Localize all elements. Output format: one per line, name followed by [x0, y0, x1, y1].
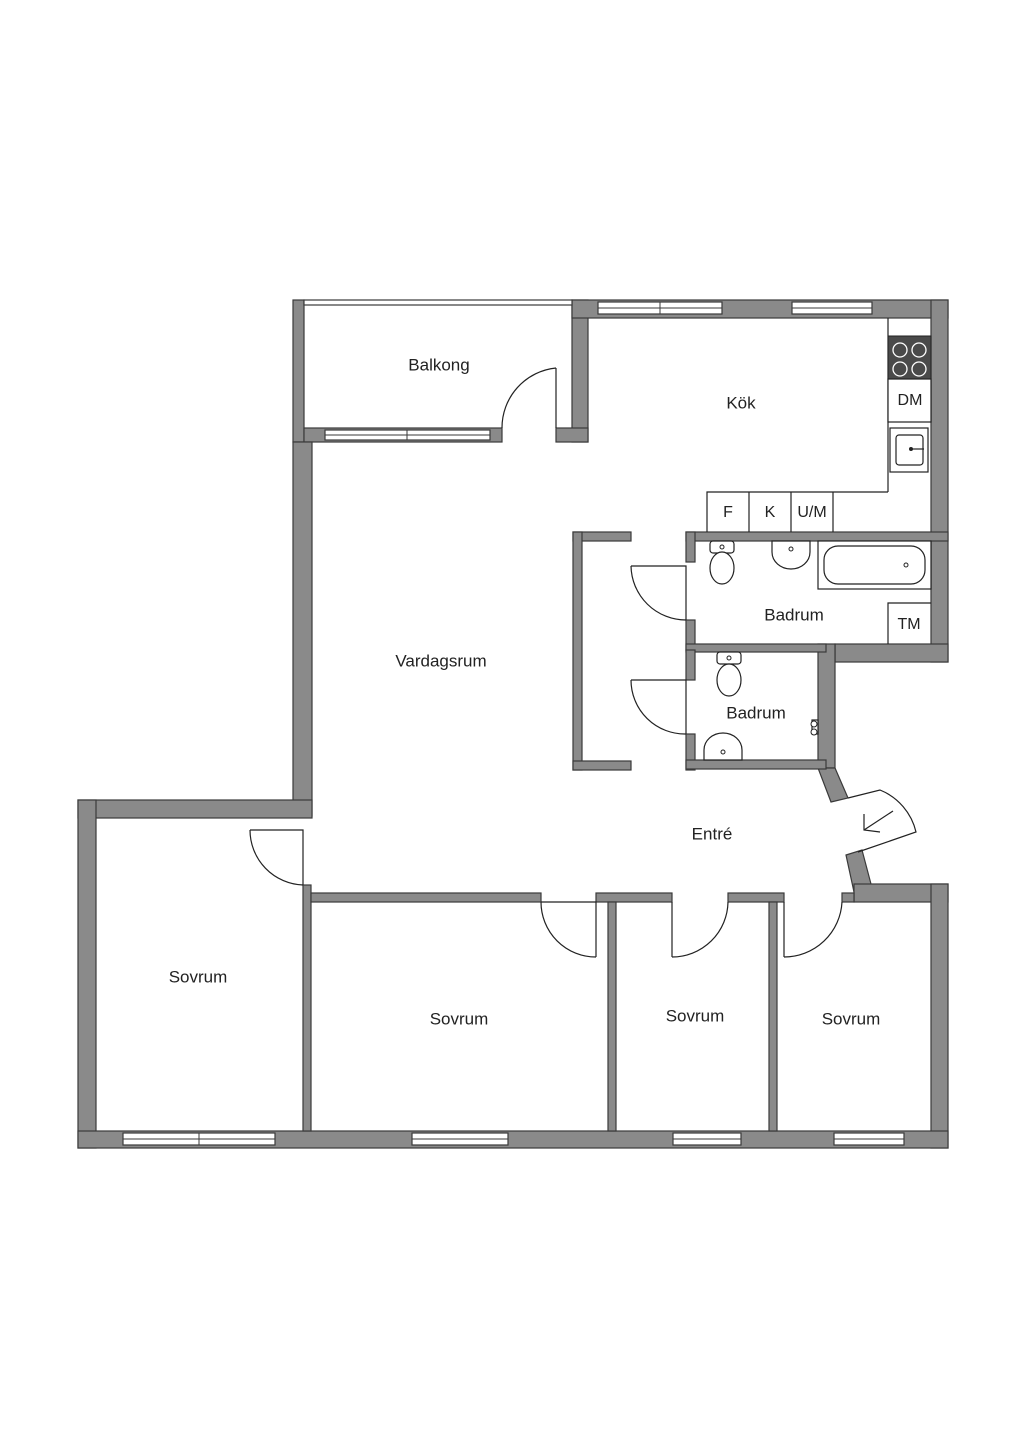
appliance-label-tm: TM — [897, 616, 920, 633]
bathtub-icon — [817, 540, 932, 590]
toilet-icon — [709, 540, 735, 585]
appliance-label-dm: DM — [898, 392, 923, 409]
windows — [122, 299, 905, 1146]
bedroom-wall-top-mid — [595, 892, 673, 903]
door-bedroom2 — [540, 901, 597, 958]
room-label-kok: Kök — [726, 393, 756, 412]
shower-mixer-icon — [810, 719, 819, 736]
entrance-arrow-icon — [863, 810, 894, 833]
wardrobe-bottom — [572, 760, 632, 771]
window-balcony-bottom — [324, 429, 491, 441]
doors — [249, 367, 917, 958]
stove-icon — [887, 335, 932, 380]
bath2-jamb-top — [685, 649, 696, 681]
appliance-labels: DM F K U/M TM — [723, 392, 922, 633]
dishwasher-box — [887, 378, 932, 423]
window-bedroom2 — [411, 1132, 509, 1146]
bath1-jamb-top — [685, 531, 696, 563]
appliance-label-k: K — [765, 504, 776, 521]
bedroom2-wall-top — [310, 892, 542, 903]
window-kitchen-right — [791, 301, 873, 315]
living-wall-left — [292, 441, 313, 817]
door-bedroom1 — [249, 829, 304, 886]
room-label-badrum-1: Badrum — [764, 605, 824, 624]
washbasin-icon — [771, 540, 811, 570]
appliance-label-um: U/M — [797, 504, 826, 521]
bedroom-wall-top-right — [841, 892, 855, 903]
room-label-sovrum-2: Sovrum — [430, 1009, 489, 1028]
window-balcony-top — [303, 299, 573, 306]
kitchen-wall-right — [930, 299, 949, 663]
room-label-sovrum-1: Sovrum — [169, 967, 228, 986]
window-bedroom1 — [122, 1132, 276, 1146]
bath-wall-vertical — [817, 643, 836, 769]
wardrobe-side — [572, 531, 583, 771]
window-bedroom3 — [672, 1132, 742, 1146]
bath2-wall-bottom — [685, 759, 827, 770]
room-label-badrum-2: Badrum — [726, 703, 786, 722]
bedroom-wall-top-mid2 — [727, 892, 785, 903]
room-label-vardagsrum: Vardagsrum — [395, 651, 486, 670]
room-label-sovrum-3: Sovrum — [666, 1006, 725, 1025]
bath-divider — [685, 643, 827, 653]
room-label-sovrum-4: Sovrum — [822, 1009, 881, 1028]
door-bedroom4 — [783, 901, 843, 958]
balcony-wall-left — [292, 299, 305, 443]
kitchen-bath-wall — [685, 531, 949, 542]
bedroom1-wall-top — [77, 799, 313, 819]
door-bedroom3 — [671, 901, 729, 958]
bedroom1-wall-right — [302, 884, 312, 1132]
washbasin-icon — [703, 732, 743, 761]
door-balcony — [501, 367, 557, 429]
appliance-label-f: F — [723, 504, 733, 521]
toilet-icon — [716, 651, 742, 697]
bathroom-fixtures — [703, 540, 932, 761]
outer-wall-right — [930, 883, 949, 1149]
entry-jamb-top — [817, 767, 849, 803]
door-bath2 — [630, 679, 687, 735]
door-bath1 — [630, 565, 687, 621]
bedroom2-3-divider — [607, 901, 617, 1132]
bath-wall-bottom-right — [834, 643, 949, 663]
door-entry — [847, 789, 917, 853]
room-label-entre: Entré — [692, 824, 733, 843]
room-labels: Balkong Kök Vardagsrum Badrum Badrum Ent… — [169, 355, 881, 1028]
sink-icon — [889, 427, 929, 473]
balcony-wall-right — [571, 299, 589, 443]
kitchen-fixtures — [706, 318, 932, 532]
room-label-balkong: Balkong — [408, 355, 469, 374]
balcony-wall-bottom-right — [555, 427, 589, 443]
bedroom3-4-divider — [768, 901, 778, 1132]
dryer-box — [887, 602, 931, 644]
bath2-jamb-bottom — [685, 733, 696, 771]
window-bedroom4 — [833, 1132, 905, 1146]
outer-wall-left — [77, 799, 97, 1149]
window-kitchen-left — [597, 301, 723, 315]
